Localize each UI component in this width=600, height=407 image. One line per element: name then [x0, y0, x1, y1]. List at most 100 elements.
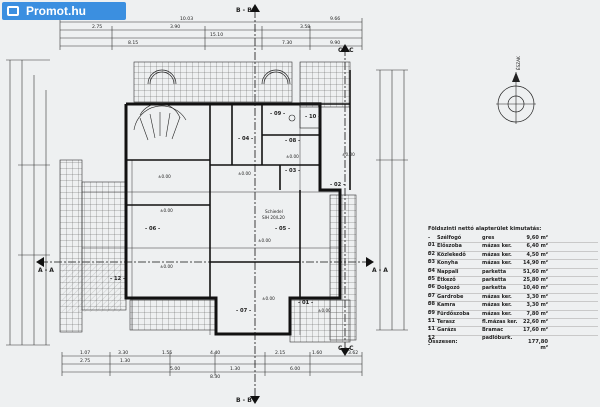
room-03: - 03 -	[285, 168, 300, 174]
dim-bottom-1: 1.07	[80, 350, 90, 356]
floor-finish: mázas ker.	[482, 310, 512, 317]
dim-bottom-6: 1.60	[312, 350, 322, 356]
room-09: - 09 -	[270, 111, 285, 117]
room-number: - 06 -	[428, 276, 435, 298]
room-area: 6,40 m²	[526, 243, 548, 250]
table-row: - 05 -Nappali parketta 51,60 m²	[428, 268, 598, 290]
room-labels: - 04 - - 08 - - 03 - - 02 - - 06 - - 05 …	[110, 111, 345, 314]
left-dimension-lines	[6, 59, 50, 346]
floor-finish: Bramac padlóburk.	[482, 327, 513, 341]
floor-finish: mázas ker.	[482, 243, 512, 250]
room-number: - 01 -	[428, 235, 435, 256]
room-08: - 08 -	[285, 138, 300, 144]
north-arrow: ÉSZAK	[496, 56, 536, 124]
chimney-size: SIH 20/L20	[262, 215, 285, 220]
floor-finish: mázas ker.	[482, 251, 512, 258]
section-cc-top: C - C	[338, 47, 354, 54]
dim-top-1: 10.03	[180, 16, 193, 22]
dim-top-3: 2.75	[92, 24, 102, 30]
section-aa-left: A - A	[38, 267, 54, 274]
room-number: - 11 -	[428, 310, 435, 332]
level-mark-3: ±0.00	[286, 154, 299, 159]
total-value: 177,80 m²	[527, 338, 548, 351]
room-name: Dolgozó	[437, 285, 460, 292]
room-area: 51,60 m²	[523, 268, 548, 275]
chimney-name: Schiedel	[265, 209, 283, 214]
total-label: Összesen:	[428, 338, 458, 345]
wc-fixture	[299, 103, 321, 129]
dim-top-4: 3.90	[170, 24, 180, 30]
right-dimension-lines	[376, 69, 408, 331]
dim-top-9: 9.90	[330, 40, 340, 46]
dim-top-7: 8.15	[128, 40, 138, 46]
room-name: Szélfogó	[437, 235, 462, 241]
room-02: - 02 -	[330, 182, 345, 188]
room-area: 17,60 m²	[523, 327, 548, 334]
table-row: - 08 -Gardrobe mázas ker. 3,30 m²	[428, 293, 598, 315]
room-area: 10,40 m²	[523, 285, 548, 292]
room-name: Konyha	[437, 260, 458, 267]
entrance-arches	[147, 69, 291, 85]
room-area: 4,50 m²	[526, 251, 548, 258]
sink-fixture	[288, 114, 296, 122]
section-labels: B - B B - B C - C C - C A - A A - A	[38, 7, 388, 404]
room-number: - 09 -	[428, 302, 435, 323]
terrace-bottom-right	[289, 299, 351, 343]
section-cc-bottom: C - C	[338, 345, 354, 352]
room-number: - 03 -	[428, 251, 435, 273]
room-name: Nappali	[437, 268, 459, 275]
table-title: Földszinti nettó alapterület kimutatás:	[428, 226, 542, 232]
room-number: - 08 -	[428, 293, 435, 315]
dim-bottom-4: 4.40	[210, 350, 220, 356]
dim-bottom-2: 3.30	[118, 350, 128, 356]
level-mark-4: ±0.00	[160, 208, 173, 213]
room-number: - 07 -	[428, 285, 435, 307]
north-label: ÉSZAK	[516, 56, 521, 70]
watermark-text: Promot.hu	[26, 4, 86, 18]
room-area: 7,80 m²	[526, 310, 548, 317]
room-number: - 05 -	[428, 268, 435, 290]
section-markers	[36, 4, 374, 404]
section-aa-right: A - A	[372, 267, 388, 274]
room-area: 14,90 m²	[523, 260, 548, 267]
dim-bottom-13: 8.30	[210, 374, 220, 380]
room-04: - 04 -	[238, 136, 253, 142]
garage-floor	[62, 262, 122, 312]
dim-top-8: 7.30	[282, 40, 292, 46]
level-mark-9: ±0.00	[342, 152, 355, 157]
floor-finish: parketta	[482, 268, 507, 275]
floor-finish: parketta	[482, 276, 507, 283]
room-number: - 04 -	[428, 260, 435, 281]
terrace-top-right	[299, 61, 351, 108]
floor-finish: mázas ker.	[482, 302, 512, 309]
floor-finish: fl.mázas ker.	[482, 318, 518, 325]
room-area: 3,30 m²	[526, 293, 548, 300]
room-10: - 10 -	[305, 114, 320, 120]
top-dimension-lines	[59, 18, 363, 50]
floor-area-table: Földszinti nettó alapterület kimutatás: …	[428, 226, 598, 351]
bottom-dimension-lines	[61, 352, 363, 376]
section-bb-bottom: B - B	[236, 397, 252, 404]
promot-logo-icon	[7, 6, 19, 16]
dim-bottom-12: 6.00	[290, 366, 300, 372]
terrace-bottom	[129, 299, 217, 331]
room-name: Fürdőszoba	[437, 310, 470, 317]
level-mark-8: ±0.00	[318, 308, 331, 313]
promot-watermark[interactable]: Promot.hu	[2, 2, 126, 20]
dim-top-2: 9.66	[330, 16, 340, 22]
floor-finish: mázas ker.	[482, 293, 512, 300]
dim-bottom-3: 1.55	[162, 350, 172, 356]
room-name: Terasz	[437, 318, 455, 325]
room-name: Gardrobe	[437, 293, 464, 300]
section-bb-top: B - B	[236, 7, 252, 14]
level-mark-2: ±0.00	[238, 171, 251, 176]
interior-walls	[126, 70, 351, 298]
